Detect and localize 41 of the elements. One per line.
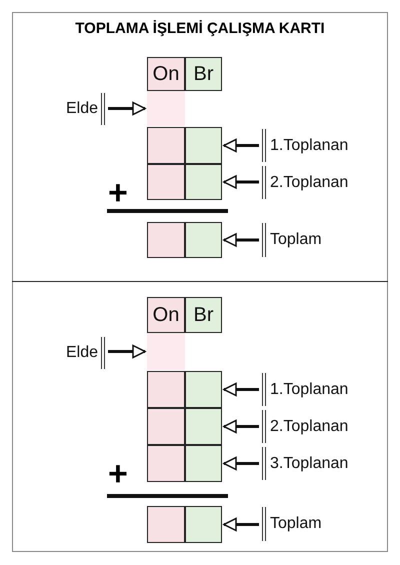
arrow — [108, 102, 146, 116]
answer-box — [185, 164, 222, 200]
row-label: Toplam — [262, 223, 337, 257]
title: TOPLAMA İŞLEMİ ÇALIŞMA KARTI — [74, 20, 326, 37]
carry-box — [147, 91, 185, 126]
arrow — [223, 420, 259, 434]
answer-box — [185, 506, 222, 543]
row-label: 2.Toplanan — [262, 166, 357, 199]
answer-box — [185, 445, 222, 482]
row-label: 1.Toplanan — [262, 373, 357, 406]
carry-box — [147, 333, 185, 370]
row-label: 1.Toplanan — [262, 129, 357, 162]
answer-box — [185, 127, 222, 164]
column-header: Br — [185, 57, 222, 91]
row-label: 2.Toplanan — [262, 410, 357, 443]
column-header: On — [147, 297, 185, 333]
answer-box — [147, 164, 185, 200]
column-header: Br — [185, 297, 222, 333]
row-label: Elde — [58, 337, 105, 369]
plus-sign: + — [108, 457, 128, 491]
arrow — [223, 233, 259, 247]
arrow — [108, 344, 146, 358]
answer-box — [147, 408, 185, 445]
arrow — [223, 518, 259, 532]
row-label: 3.Toplanan — [262, 447, 357, 480]
answer-box — [147, 222, 185, 258]
plus-sign: + — [108, 176, 128, 210]
answer-box — [147, 127, 185, 164]
row-label: Toplam — [262, 507, 337, 541]
row-label: Elde — [58, 93, 105, 125]
answer-box — [185, 222, 222, 258]
column-header: On — [147, 57, 185, 91]
answer-box — [185, 408, 222, 445]
answer-box — [185, 371, 222, 408]
arrow — [223, 175, 259, 189]
answer-box — [147, 506, 185, 543]
answer-box — [147, 445, 185, 482]
arrow — [223, 138, 259, 152]
arrow — [223, 456, 259, 470]
arrow — [223, 382, 259, 396]
answer-box — [147, 371, 185, 408]
